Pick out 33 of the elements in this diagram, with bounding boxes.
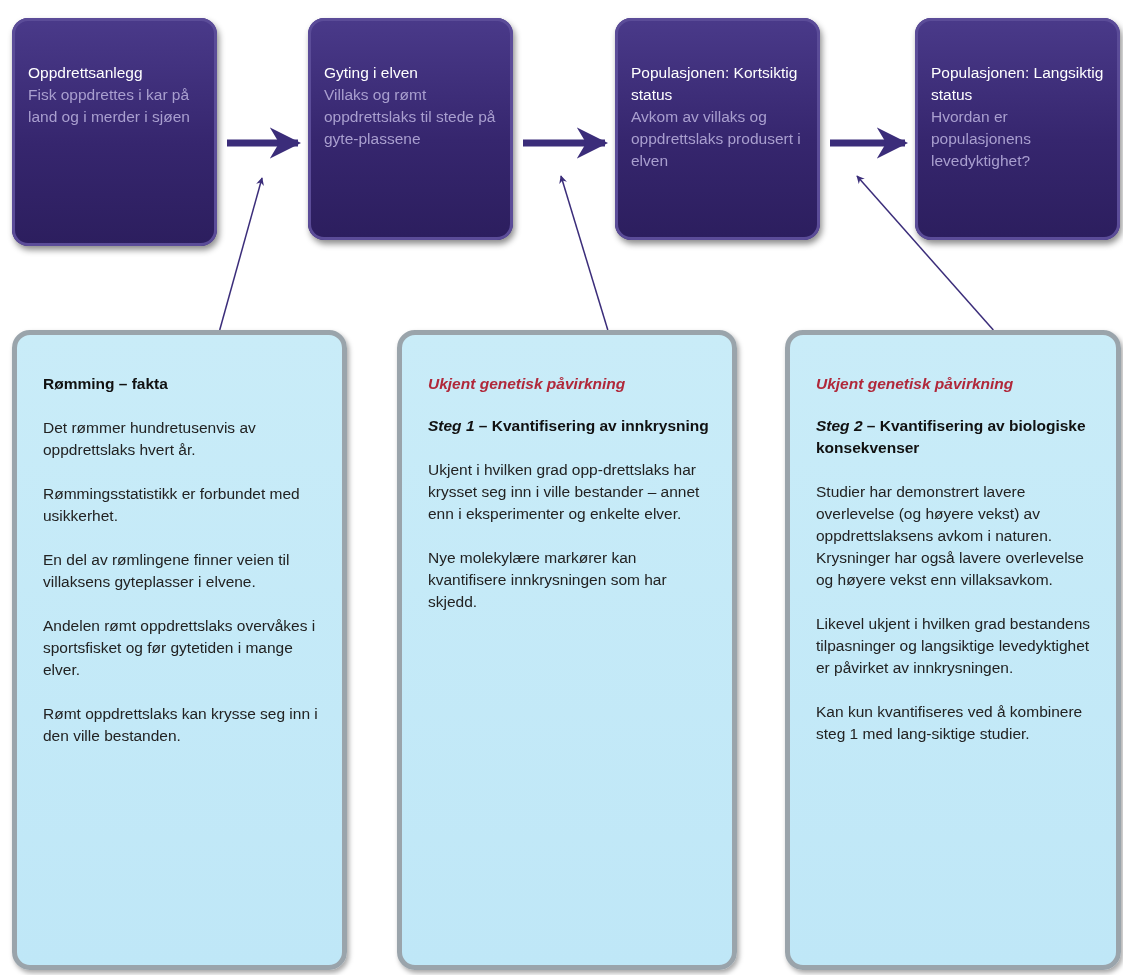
paragraph: Rømmingsstatistikk er forbundet med usikkerhet. [43,484,301,526]
box-heading: Oppdrettsanlegg [28,63,144,83]
pointer-arrow [218,177,264,331]
pointer-arrow [559,175,609,331]
paragraph: Ukjent i hvilken grad opp-drettslaks har krysset seg inn i ville bestander – annet enn i eksperimenter og enkelte elver. [428,460,701,524]
paragraph: Andelen rømt oppdrettslaks overvåkes i sportsfisket og før gytetiden i mange elver. [43,616,317,680]
box-text: Fisk oppdrettes i kar på land og i merder i sjøen [28,85,191,127]
box-heading: Populasjonen: Kortsiktig status [631,63,799,105]
process-box [12,18,217,246]
process-box [615,18,820,240]
heading: Steg 2 – Kvantifisering av biologiske konsekvenser [816,416,1087,458]
heading: Steg 1 – Kvantifisering av innkrysning [428,416,710,436]
paragraph: En del av rømlingene finner veien til villaksens gyteplasser i elvene. [43,550,291,592]
paragraph: Rømt oppdrettslaks kan krysse seg inn i den ville bestanden. [43,704,319,746]
paragraph: Likevel ukjent i hvilken grad bestandens tilpasninger og langsiktige levedyktighet er påvirket av innkrysningen. [816,614,1091,678]
paragraph: Kan kun kvantifiseres ved å kombinere steg 1 med lang-siktige studier. [816,702,1084,744]
heading: Rømming – fakta [43,374,169,394]
alert-heading: Ukjent genetisk påvirkning [428,374,627,394]
paragraph: Det rømmer hundretusenvis av oppdrettslaks hvert år. [43,418,257,460]
alert-heading: Ukjent genetisk påvirkning [816,374,1015,394]
info-panel [12,330,347,970]
box-text: Hvordan er populasjonens levedyktighet? [931,107,1032,171]
box-heading: Gyting i elven [324,63,419,83]
info-panel [785,330,1121,970]
process-box [308,18,513,240]
box-text: Avkom av villaks og oppdrettslaks produsert i elven [631,107,802,171]
pointer-arrow [856,175,995,331]
paragraph: Nye molekylære markører kan kvantifisere innkrysningen som har skjedd. [428,548,668,612]
info-panel [397,330,737,970]
process-box [915,18,1120,240]
paragraph: Studier har demonstrert lavere overlevelse (og høyere vekst) av oppdrettslaksens avkom i naturen. Krysninger har også lavere overlevelse og høyere vekst enn villaksavkom. [816,482,1085,590]
box-heading: Populasjonen: Langsiktig status [931,63,1105,105]
box-text: Villaks og rømt oppdrettslaks til stede på gyte-plassene [324,85,497,149]
